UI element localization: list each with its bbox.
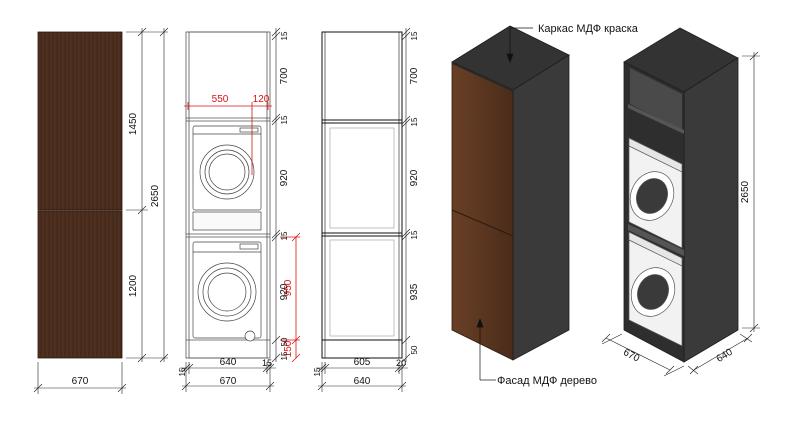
iso-dim-width: 670 (621, 347, 641, 365)
iso-dryer (628, 137, 683, 249)
section-seg-5: 920 (279, 283, 290, 300)
section-bottom-right: 15 (262, 358, 272, 368)
iso-dim-lines (601, 51, 760, 377)
side-total-width: 640 (354, 376, 371, 387)
front-upper-door (37, 31, 123, 211)
label-frame-material: Каркас МДФ краска (538, 23, 639, 35)
iso-dim-height: 2650 (740, 180, 751, 203)
front-dim-upper: 1450 (128, 112, 139, 135)
iso-washer (628, 231, 683, 347)
front-dim-width: 670 (72, 376, 89, 387)
iso-open-cabinet: 2650 670 640 (601, 27, 760, 377)
section-red-width: 550 (212, 94, 229, 105)
front-dim-lines (33, 27, 169, 394)
front-dim-lower: 1200 (128, 274, 139, 297)
section-red-offset: 120 (253, 94, 270, 105)
section-seg-1: 700 (279, 67, 290, 84)
section-bottom-mid: 640 (220, 357, 237, 368)
front-dim-total: 2650 (150, 184, 161, 207)
section-total-width: 670 (220, 376, 237, 387)
side-dim-lines (316, 27, 411, 392)
side-seg-6: 50 (410, 345, 419, 354)
section-dim-lines (180, 27, 281, 392)
side-seg-5: 935 (409, 283, 420, 300)
front-view: 1450 1200 2650 670 (33, 27, 169, 394)
side-view: 15 700 15 920 15 935 50 15 605 20 640 (313, 27, 420, 392)
side-seg-0: 15 (410, 31, 419, 40)
label-facade-material: Фасад МДФ дерево (497, 375, 597, 387)
section-red-150: 150 (283, 340, 294, 357)
section-seg-2: 15 (280, 115, 289, 124)
section-view: 550 120 950 150 (178, 27, 301, 392)
iso-closed-cabinet: Каркас МДФ краска Фасад МДФ дерево (451, 23, 639, 387)
section-red-950: 950 (283, 279, 294, 296)
iso-dim-depth: 640 (715, 347, 735, 365)
side-seg-3: 920 (409, 169, 420, 186)
washer-machine (192, 241, 262, 342)
dryer-machine (192, 125, 262, 231)
section-seg-7: 15 (280, 351, 289, 360)
section-bottom-left: 15 (178, 367, 187, 376)
section-seg-3: 920 (279, 169, 290, 186)
side-seg-4: 15 (410, 230, 419, 239)
side-bottom-mid: 605 (354, 357, 371, 368)
section-red-dims (184, 102, 301, 363)
side-seg-2: 15 (410, 117, 419, 126)
side-bottom-left: 15 (313, 367, 322, 376)
side-seg-1: 700 (409, 67, 420, 84)
side-bottom-right: 20 (396, 358, 406, 368)
section-seg-4: 15 (280, 231, 289, 240)
section-seg-0: 15 (280, 31, 289, 40)
front-lower-door (37, 210, 123, 359)
section-seg-6: 50 (280, 337, 289, 346)
